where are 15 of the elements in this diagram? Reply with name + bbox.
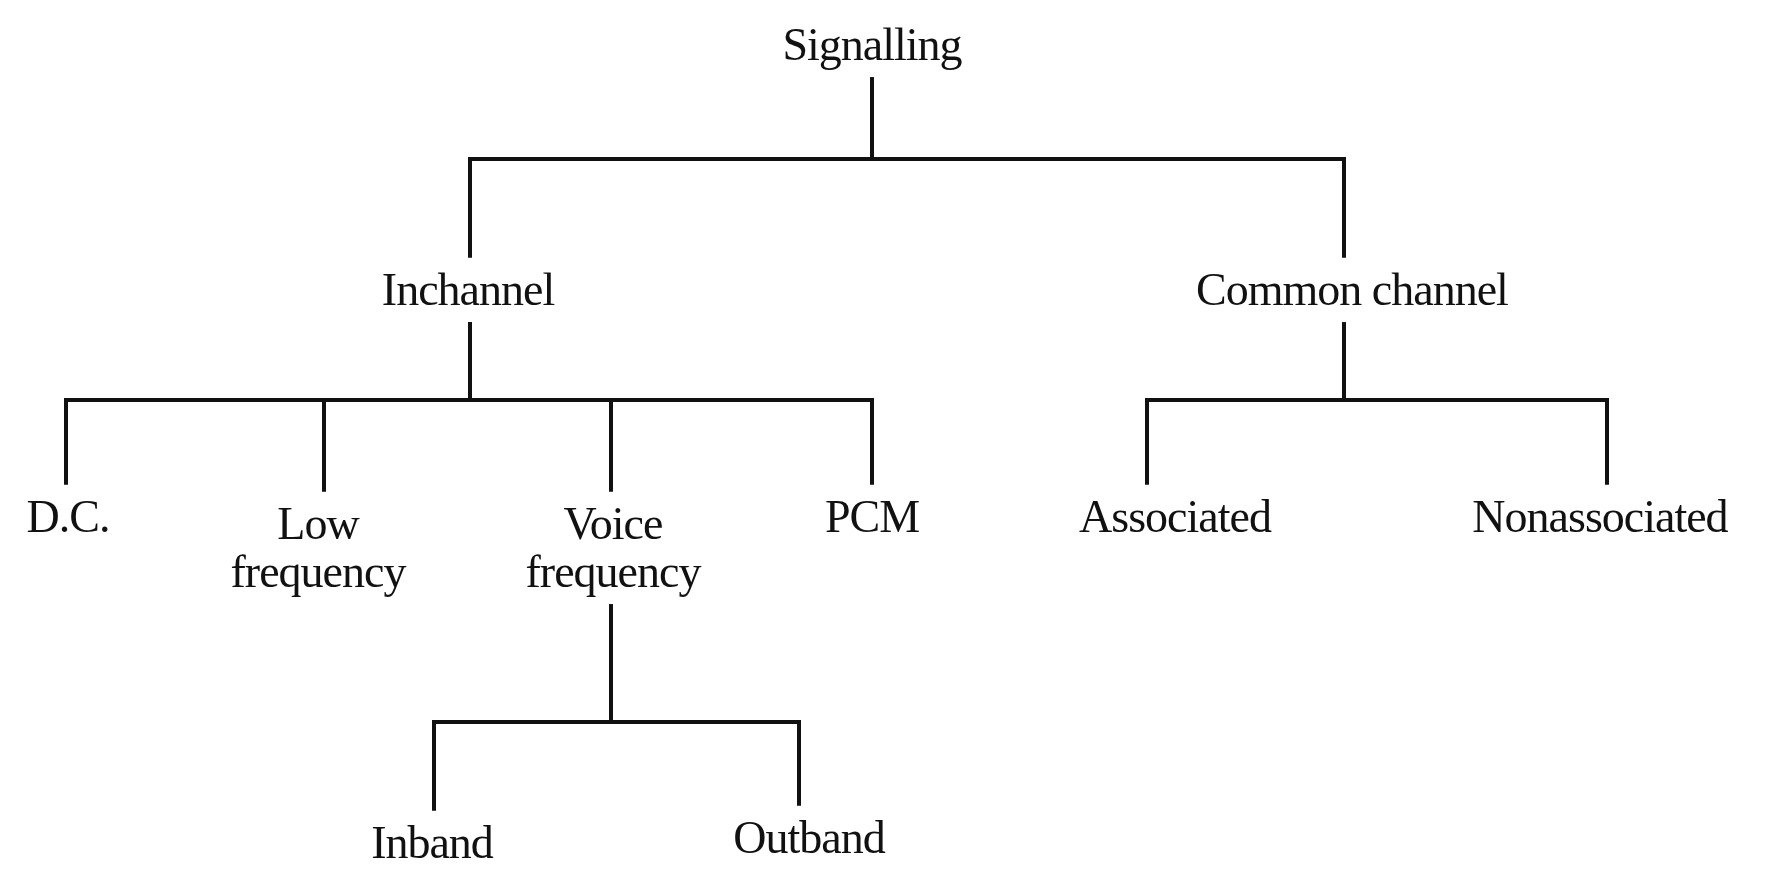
category-label: Outband — [733, 813, 885, 863]
category-label: Common channel — [1196, 265, 1508, 315]
connector-line — [870, 77, 1346, 258]
category-label: Inchannel — [381, 265, 555, 315]
category-label: Inband — [371, 818, 493, 868]
category-label: Low frequency — [198, 499, 438, 597]
category-label: D.C. — [26, 492, 110, 542]
connector-line — [1342, 322, 1609, 485]
category-label: Associated — [1079, 492, 1271, 542]
connector-line — [609, 604, 801, 806]
category-label: Signalling — [782, 20, 962, 70]
category-label: Voice frequency — [493, 499, 733, 597]
connector-line — [468, 322, 874, 485]
category-label: PCM — [824, 492, 920, 542]
category-label: Nonassociated — [1472, 492, 1728, 542]
